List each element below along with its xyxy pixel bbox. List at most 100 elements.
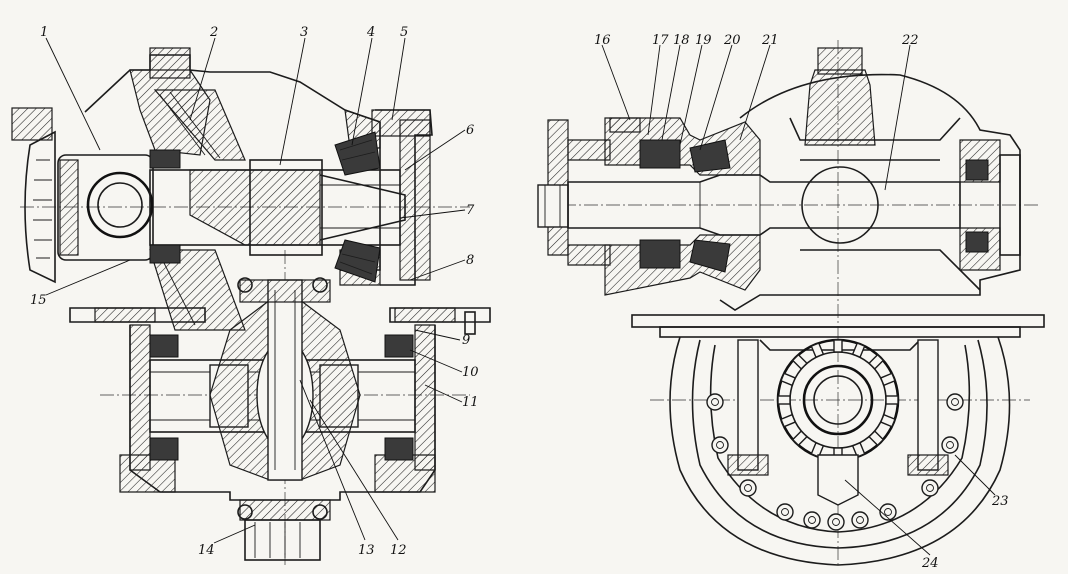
callout-6: 6 <box>466 123 474 138</box>
pinion-yoke-ring <box>86 171 154 239</box>
bearing-upper-right <box>334 131 381 176</box>
flange-nut <box>537 184 569 228</box>
callout-9: 9 <box>462 333 470 348</box>
spline-tooth <box>885 395 899 405</box>
bearing-lower-right <box>334 239 381 283</box>
callout-16: 16 <box>594 33 611 48</box>
spline-tooth <box>791 353 808 370</box>
callout-24: 24 <box>921 556 939 571</box>
bolt-center <box>711 398 719 406</box>
callout-15: 15 <box>30 293 47 308</box>
ring-gear-teeth <box>149 89 246 331</box>
diff-bearing-lower-right <box>384 437 414 461</box>
callout-20: 20 <box>723 33 741 48</box>
callout-17: 17 <box>652 33 669 48</box>
left-section-view <box>11 47 491 565</box>
callout-8: 8 <box>466 253 474 268</box>
spline-tooth <box>780 413 797 428</box>
bearing-housing <box>604 117 761 296</box>
bolt-center <box>716 441 724 449</box>
callout-1: 1 <box>40 25 48 40</box>
bolt-head <box>776 503 794 521</box>
callout-2: 2 <box>209 25 218 40</box>
spline-tooth <box>868 353 885 370</box>
spline-tooth <box>868 430 885 447</box>
carrier-body <box>719 47 1021 311</box>
spline-tooth <box>780 372 797 387</box>
bolt-center <box>951 398 959 406</box>
right-section-view <box>537 40 1045 566</box>
bolt-center <box>832 518 840 526</box>
bolt-center <box>808 516 816 524</box>
pinion-gear-body <box>189 169 321 246</box>
callout-13: 13 <box>358 543 375 558</box>
bearing-20-upper <box>689 139 731 173</box>
drum-view <box>669 336 1011 566</box>
spline-tooth <box>791 430 808 447</box>
bolt-head <box>711 436 729 454</box>
callout-numbers: 1 2 3 4 5 6 7 8 9 10 11 12 13 14 15 16 1… <box>30 25 1009 571</box>
spline-tooth <box>833 339 843 353</box>
spline-tooth <box>810 342 825 359</box>
pinion-bearings <box>149 131 381 283</box>
mounting-flange <box>69 307 491 335</box>
spline-teeth <box>777 339 899 461</box>
callout-leaders <box>45 37 996 556</box>
bolt-head <box>851 511 869 529</box>
bolt-head <box>803 511 821 529</box>
input-flange <box>11 107 154 284</box>
bolt-center <box>926 484 934 492</box>
output-flange <box>237 499 331 561</box>
bolt-center <box>744 484 752 492</box>
bolt-head <box>706 393 724 411</box>
bearing-17-lower <box>639 239 681 269</box>
breather-boss <box>149 47 191 79</box>
lower-lug <box>817 454 859 506</box>
callout-4: 4 <box>366 25 375 40</box>
callout-7: 7 <box>466 203 475 218</box>
bolt-center <box>856 516 864 524</box>
bearing-right-lower <box>965 231 989 253</box>
bolt-center <box>884 508 892 516</box>
callout-21: 21 <box>761 33 779 48</box>
spline-tooth <box>777 395 791 405</box>
spline-tooth <box>879 372 896 387</box>
callout-12: 12 <box>390 543 407 558</box>
stud-right <box>917 339 939 471</box>
callout-10: 10 <box>462 365 479 380</box>
callout-23: 23 <box>991 494 1009 509</box>
bearing-lower-left <box>149 244 181 264</box>
spline-tooth <box>851 342 866 359</box>
bearing-20-lower <box>689 239 731 273</box>
callout-11: 11 <box>462 395 479 410</box>
callout-3: 3 <box>300 25 308 40</box>
flange-bolts <box>706 393 964 531</box>
callout-22: 22 <box>901 33 919 48</box>
bearing-17-upper <box>639 139 681 169</box>
diff-bearing-upper-right <box>384 334 414 358</box>
spline-tooth <box>851 441 866 458</box>
spline-tooth <box>879 413 896 428</box>
diff-bearing-upper-left <box>149 334 179 358</box>
bolt-center <box>946 441 954 449</box>
bolt-head <box>739 479 757 497</box>
bolt-head <box>879 503 897 521</box>
drive-pinion-shaft <box>149 159 406 256</box>
bolt-center <box>781 508 789 516</box>
right-input-flange <box>537 119 611 266</box>
bolt-head <box>827 513 845 531</box>
callout-19: 19 <box>695 33 712 48</box>
diff-bearing-lower-left <box>149 437 179 461</box>
top-boss <box>804 69 876 146</box>
callout-18: 18 <box>673 33 690 48</box>
spline-tooth <box>810 441 825 458</box>
callout-5: 5 <box>400 25 408 40</box>
flange-bolt-boss <box>11 107 53 141</box>
differential-housing <box>119 277 436 501</box>
stud-left <box>737 339 759 471</box>
callout-14: 14 <box>198 543 215 558</box>
bolt-head <box>946 393 964 411</box>
bolt-head <box>941 436 959 454</box>
